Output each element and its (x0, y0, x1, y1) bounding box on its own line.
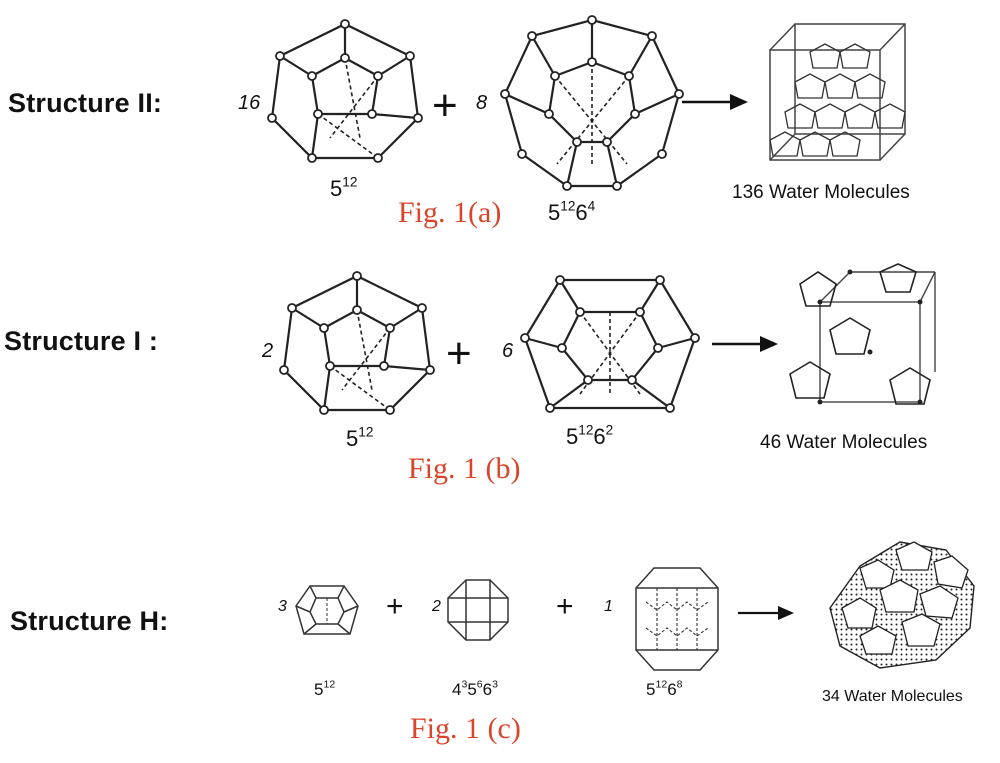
structure-ii-plus-1: + (432, 84, 458, 128)
structure-ii-coefficient-2: 8 (476, 92, 487, 115)
structure-ii-cage-2-label: 51264 (548, 200, 595, 226)
structure-h-water-molecules: 34 Water Molecules (822, 688, 963, 706)
structure-h-label: Structure H: (10, 606, 168, 637)
structure-i-cage-1-label: 512 (346, 426, 373, 452)
irregular-dodecahedron-cage-icon (446, 578, 510, 642)
unit-cell-cube-icon (740, 12, 910, 172)
structure-h-crystal-icon (820, 528, 980, 678)
unit-cell-lattice-icon (770, 262, 950, 432)
structure-i-plus-1: + (446, 332, 472, 376)
figure-1b-caption: Fig. 1 (b) (408, 452, 521, 486)
structure-h-cage-2-label: 435663 (452, 680, 498, 700)
figure-1c-caption: Fig. 1 (c) (410, 712, 521, 746)
structure-ii-coefficient-1: 16 (238, 92, 260, 115)
structure-i-label: Structure I : (4, 326, 158, 357)
figure-1a-caption: Fig. 1(a) (398, 196, 501, 230)
structure-h-coefficient-3: 1 (604, 598, 613, 616)
structure-h-cage-1-label: 512 (314, 680, 335, 700)
structure-ii-cage-1-label: 512 (330, 176, 357, 202)
structure-h-coefficient-2: 2 (432, 598, 441, 616)
structure-h-coefficient-1: 3 (278, 598, 287, 616)
dodecahedron-cage-icon (272, 270, 442, 420)
small-dodecahedron-cage-icon (292, 582, 362, 642)
structure-h-cage-3-label: 51268 (646, 680, 683, 700)
arrow-icon (736, 604, 796, 622)
hexakaidecahedron-cage-icon (497, 14, 687, 194)
structure-h-plus-1: + (386, 592, 404, 622)
dodecahedron-cage-icon (260, 18, 430, 168)
structure-ii-water-molecules: 136 Water Molecules (732, 182, 910, 204)
structure-i-coefficient-2: 6 (502, 340, 513, 363)
tetrakaidecahedron-cage-icon (520, 268, 700, 428)
icosahedron-cage-icon (632, 566, 722, 672)
structure-ii-label: Structure II: (8, 88, 162, 119)
structure-h-plus-2: + (556, 592, 574, 622)
structure-i-cage-2-label: 51262 (566, 424, 613, 450)
structure-i-water-molecules: 46 Water Molecules (760, 432, 927, 454)
